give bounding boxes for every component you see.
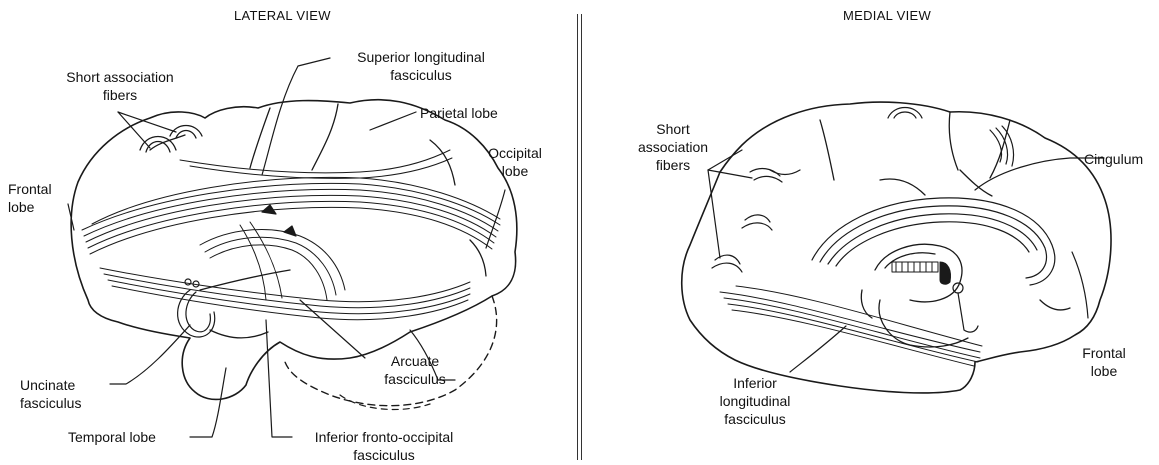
label-frontal-lobe-medial: Frontal lobe	[1064, 344, 1144, 380]
medial-brain-outline	[682, 102, 1111, 393]
label-superior-longitudinal-fasciculus: Superior longitudinal fasciculus	[326, 48, 516, 84]
label-arcuate-fasciculus: Arcuate fasciculus	[370, 352, 460, 388]
label-inferior-longitudinal-fasciculus: Inferior longitudinal fasciculus	[700, 374, 810, 428]
label-parietal-lobe: Parietal lobe	[420, 104, 498, 122]
label-occipital-lobe: Occipital lobe	[470, 144, 560, 180]
lateral-view-title: LATERAL VIEW	[234, 8, 331, 23]
label-cingulum: Cingulum	[1084, 150, 1143, 168]
thalamus-striation	[892, 262, 938, 272]
medial-leader-lines	[708, 150, 1104, 372]
label-short-association-fibers-lateral: Short association fibers	[40, 68, 200, 104]
view-divider	[577, 14, 582, 460]
medial-view-title: MEDIAL VIEW	[843, 8, 931, 23]
medial-brain	[682, 102, 1111, 393]
label-temporal-lobe: Temporal lobe	[68, 428, 156, 446]
label-frontal-lobe-lateral: Frontal lobe	[8, 180, 52, 216]
label-inferior-fronto-occipital-fasciculus: Inferior fronto-occipital fasciculus	[284, 428, 484, 464]
label-uncinate-fasciculus: Uncinate fasciculus	[20, 376, 81, 412]
label-short-association-fibers-medial: Short association fibers	[618, 120, 728, 174]
